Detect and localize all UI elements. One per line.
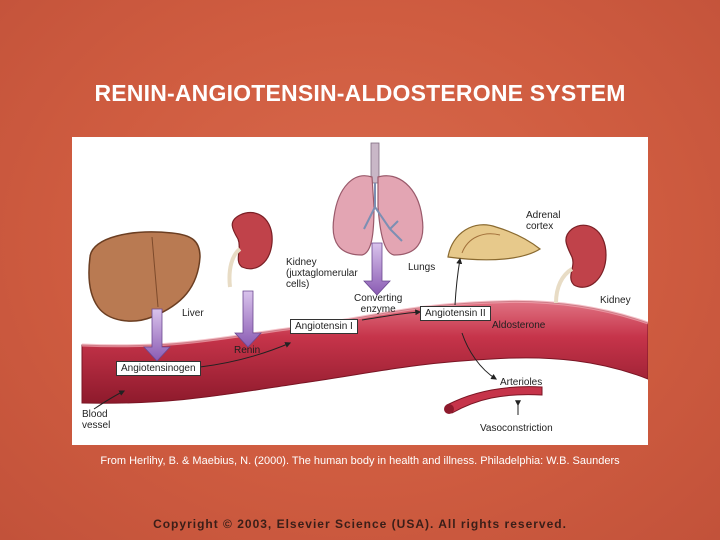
aldosterone-label: Aldosterone bbox=[492, 320, 546, 331]
vasoconstriction-label: Vasoconstriction bbox=[480, 423, 553, 434]
raas-diagram: Liver Kidney (juxtaglomerular cells) Lun… bbox=[72, 137, 648, 445]
citation-caption: From Herlihy, B. & Maebius, N. (2000). T… bbox=[100, 455, 620, 467]
copyright-notice: Copyright © 2003, Elsevier Science (USA)… bbox=[153, 517, 567, 531]
slide-title: RENIN-ANGIOTENSIN-ALDOSTERONE SYSTEM bbox=[94, 80, 626, 106]
adrenal-cortex-label: Adrenal cortex bbox=[526, 210, 561, 232]
renin-label: Renin bbox=[234, 345, 261, 356]
adrenal-cortex-illustration bbox=[447, 224, 542, 261]
arteriole bbox=[444, 386, 543, 414]
arterioles-label: Arterioles bbox=[500, 377, 543, 388]
blood-vessel bbox=[81, 299, 648, 404]
connector-arrows bbox=[93, 257, 521, 415]
kidney-jg-illustration bbox=[227, 212, 273, 288]
angiotensin-i-label: Angiotensin I bbox=[290, 319, 358, 334]
liver-label: Liver bbox=[182, 308, 204, 319]
lungs-illustration bbox=[332, 142, 424, 256]
angiotensin-ii-label: Angiotensin II bbox=[420, 306, 491, 321]
blood-vessel-label: Blood vessel bbox=[82, 409, 111, 431]
angiotensinogen-label: Angiotensinogen bbox=[116, 361, 201, 376]
diagram-artwork bbox=[81, 142, 648, 415]
kidney-right-illustration bbox=[554, 224, 607, 304]
kidney-jg-label: Kidney (juxtaglomerular cells) bbox=[286, 257, 358, 290]
kidney-label: Kidney bbox=[600, 295, 631, 306]
liver-illustration bbox=[88, 231, 201, 322]
purple-arrows bbox=[143, 242, 391, 362]
lungs-label: Lungs bbox=[408, 262, 436, 273]
converting-enzyme-label: Converting enzyme bbox=[354, 293, 403, 315]
